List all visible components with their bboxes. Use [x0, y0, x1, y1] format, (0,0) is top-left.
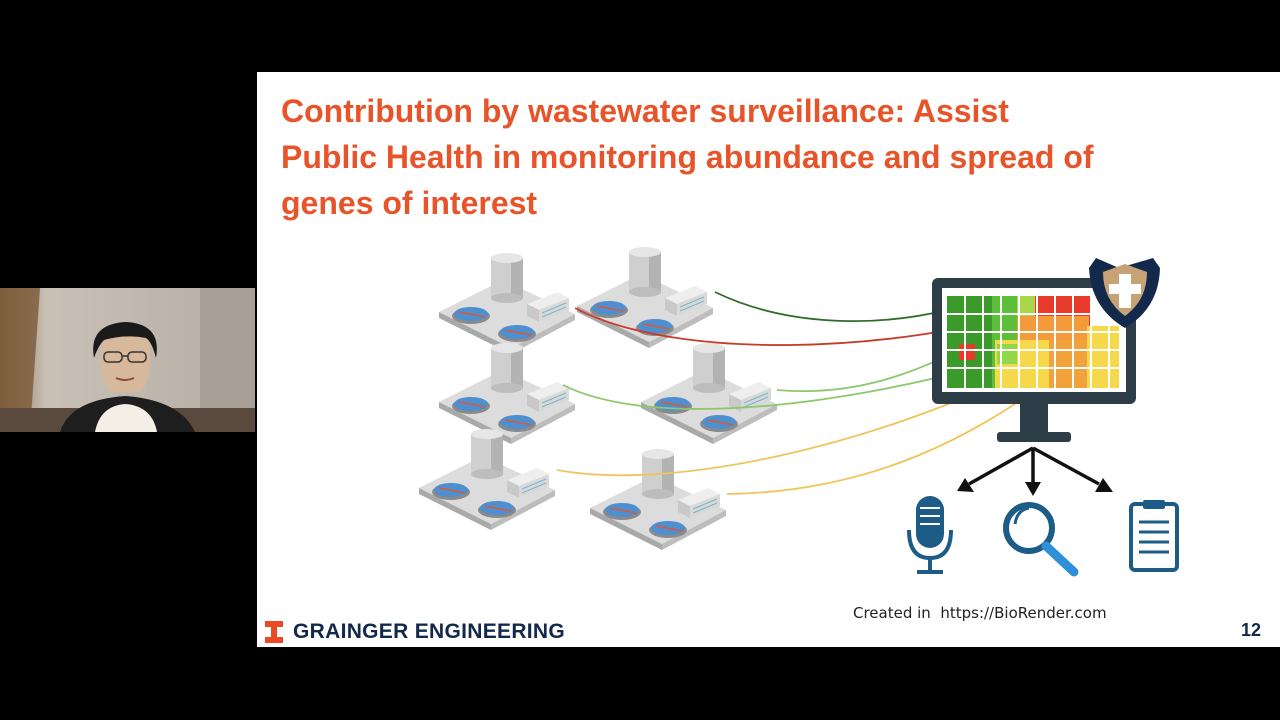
illinois-block-i-icon — [265, 621, 283, 643]
slide-page-number: 12 — [1241, 620, 1262, 640]
footer-logo: GRAINGER ENGINEERING — [265, 620, 565, 644]
slide-title-line-3: genes of interest — [281, 185, 538, 221]
treatment-plant-icon — [589, 448, 727, 551]
slide-title-line-2: Public Health in monitoring abundance an… — [281, 139, 1094, 175]
magnifying-glass-icon — [1003, 502, 1079, 577]
treatment-plant-icon — [438, 252, 576, 355]
microphone-icon — [907, 496, 953, 574]
presenter-video — [0, 288, 255, 432]
clipboard-report-icon — [1129, 500, 1179, 572]
biorender-credit: Created in https://BioRender.com — [853, 604, 1107, 622]
slide-title: Contribution by wastewater surveillance:… — [281, 88, 1181, 226]
heatmap-grid — [947, 296, 1121, 388]
surveillance-figure — [418, 246, 1179, 577]
treatment-plant-icon — [640, 342, 778, 445]
treatment-plant-icon — [438, 342, 576, 445]
slide-title-line-1: Contribution by wastewater surveillance:… — [281, 93, 1009, 129]
presenter-webcam-tile — [0, 288, 255, 432]
distribution-arrows — [957, 446, 1113, 496]
presentation-slide: Contribution by wastewater surveillance:… — [257, 72, 1280, 647]
treatment-plant-icon — [418, 428, 556, 531]
footer-brand: GRAINGER ENGINEERING — [293, 620, 566, 643]
public-health-shield-icon — [1089, 258, 1160, 328]
